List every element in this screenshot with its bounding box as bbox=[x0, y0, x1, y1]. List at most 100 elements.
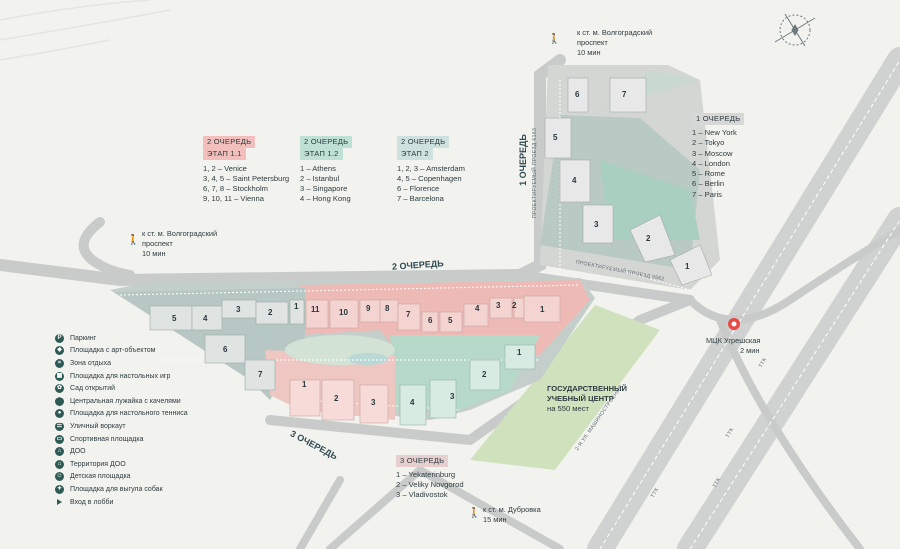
legend-label: Площадка с арт-объектом bbox=[70, 347, 156, 355]
legend-item: ≈ Зона отдыха bbox=[55, 357, 188, 370]
building-number: 6 bbox=[223, 345, 228, 354]
rest-zone-icon: ≈ bbox=[55, 358, 64, 368]
road-centerlines bbox=[599, 59, 900, 549]
legend-item: ▦ Площадка для настольных игр bbox=[55, 370, 188, 383]
list-item: 4 – London bbox=[692, 158, 731, 168]
parking-icon: P bbox=[55, 333, 64, 343]
list-item: 4, 5 – Copenhagen bbox=[397, 174, 462, 183]
building-number: 1 bbox=[517, 348, 522, 357]
school-line: ГОСУДАРСТВЕННЫЙ bbox=[547, 384, 627, 393]
building-number: 3 bbox=[371, 398, 376, 407]
building-number: 1 bbox=[294, 302, 299, 311]
building-number: 5 bbox=[553, 133, 558, 142]
list-item: 9, 10, 11 – Vienna bbox=[203, 194, 264, 203]
building-number: 4 bbox=[410, 398, 415, 407]
legend-label: Территория ДОО bbox=[70, 460, 126, 468]
road-sw bbox=[296, 476, 344, 549]
playground-icon: ☺ bbox=[55, 472, 64, 482]
swing-icon: ⌒ bbox=[55, 396, 64, 406]
stage-tag: 2 ОЧЕРЕДЬ bbox=[300, 136, 353, 148]
list-item: 6 – Berlin bbox=[692, 179, 725, 189]
building-number: 2 bbox=[268, 308, 273, 317]
legend-label: Уличный воркаут bbox=[70, 422, 126, 430]
decorative-lines bbox=[0, 0, 171, 61]
legend-item: ● Площадка для настольного тенниса bbox=[55, 408, 188, 421]
garden-icon: ✿ bbox=[55, 384, 64, 394]
building-number: 5 bbox=[448, 316, 453, 325]
legend-item: ✦ Площадка для выгула собак bbox=[55, 483, 188, 496]
stage2-1-legend: 2 ОЧЕРЕДЬ ЭТАП 1.1 1, 2 – Venice 3, 4, 5… bbox=[203, 136, 289, 204]
list-item: 2 – Tokyo bbox=[692, 138, 725, 148]
queue2-green-zone bbox=[390, 335, 540, 410]
legend-label: Спортивная площадка bbox=[70, 435, 144, 443]
kindergarten-icon: ⌂ bbox=[55, 447, 64, 457]
walk-line: 15 мин bbox=[483, 515, 507, 524]
road-north bbox=[0, 54, 566, 287]
compass-icon bbox=[774, 13, 816, 47]
legend-item: ⌒ Центральная лужайка с качелями bbox=[55, 395, 188, 408]
walk-icon: 🚶 bbox=[548, 34, 561, 45]
list-item: 1 – Yekaterinburg bbox=[396, 470, 456, 479]
list-item: 4 – Hong Kong bbox=[300, 194, 351, 203]
road-loop2 bbox=[716, 316, 864, 549]
building-number: 7 bbox=[406, 310, 411, 319]
walk-line: 2 мин bbox=[740, 346, 760, 355]
workout-icon: ☰ bbox=[55, 421, 64, 431]
list-item: 3 – Singapore bbox=[300, 184, 348, 193]
legend-item: ☰ Уличный воркаут bbox=[55, 420, 188, 433]
dog-walking-icon: ✦ bbox=[55, 484, 64, 494]
legend-label: Зона отдыха bbox=[70, 359, 111, 367]
legend-label: Площадка для настольного тенниса bbox=[70, 410, 188, 418]
walk-icon: 🚶 bbox=[127, 235, 140, 246]
building-number: 8 bbox=[385, 304, 390, 313]
walk-line: к ст. м. Волгоградский bbox=[142, 229, 218, 238]
walk-line: проспект bbox=[142, 239, 173, 248]
walk-volgograd-left: к ст. м. Волгоградский проспект 10 мин bbox=[142, 229, 217, 259]
board-games-icon: ▦ bbox=[55, 371, 64, 381]
list-item: 1 – New York bbox=[692, 128, 737, 137]
ugreshskaya-label: МЦК Угрешская 2 мин bbox=[706, 336, 760, 356]
lobby-entrance-icon bbox=[57, 499, 62, 506]
walk-line: МЦК Угрешская bbox=[706, 336, 761, 345]
table-tennis-icon: ● bbox=[55, 409, 64, 419]
building-number: 6 bbox=[575, 90, 580, 99]
building-number: 1 bbox=[540, 305, 545, 314]
list-item: 6 – Florence bbox=[397, 184, 440, 193]
legend-label: Вход в лобби bbox=[70, 498, 114, 506]
legend-label: Центральная лужайка с качелями bbox=[70, 397, 181, 405]
building-number: 7 bbox=[258, 370, 263, 379]
kindergarten-area-icon: ⌂ bbox=[55, 459, 64, 469]
road-volgograd bbox=[78, 217, 135, 280]
building-number: 4 bbox=[203, 314, 208, 323]
list-item: 3 – Vladivostok bbox=[396, 490, 448, 499]
legend-item: ▭Спортивная площадка bbox=[55, 433, 188, 446]
building-number: 10 bbox=[339, 308, 348, 317]
building-number: 9 bbox=[366, 304, 371, 313]
buildings-q2-mid bbox=[305, 295, 561, 333]
building-number: 4 bbox=[475, 304, 480, 313]
building-number: 3 bbox=[450, 392, 455, 401]
stage-subtag: ЭТАП 2 bbox=[397, 148, 433, 160]
building-number: 3 bbox=[594, 220, 599, 229]
stage2-2-legend: 2 ОЧЕРЕДЬ ЭТАП 1.2 1 – Athens 2 – Istanb… bbox=[300, 136, 353, 204]
building-number: 3 bbox=[236, 305, 241, 314]
building-number: 3 bbox=[496, 301, 501, 310]
walk-line: проспект bbox=[577, 38, 608, 47]
art-object-icon: ◆ bbox=[55, 346, 64, 356]
building-number: 4 bbox=[572, 176, 577, 185]
list-item: 6, 7, 8 – Stockholm bbox=[203, 184, 269, 193]
walk-volgograd-top: к ст. м. Волгоградский проспект 10 мин bbox=[577, 28, 652, 58]
building-number: 2 bbox=[334, 394, 339, 403]
stage3-legend: 3 ОЧЕРЕДЬ 1 – Yekaterinburg 2 – Veliky N… bbox=[396, 455, 464, 500]
school-green-area bbox=[470, 305, 660, 470]
legend-label: Сад открытий bbox=[70, 385, 116, 393]
legend-label: Площадка для выгула собак bbox=[70, 485, 163, 493]
buildings-q2-green bbox=[399, 344, 536, 426]
list-item: 1 – Athens bbox=[300, 164, 336, 173]
legend-label: Площадка для настольных игр bbox=[70, 372, 171, 380]
stage-tag: 1 ОЧЕРЕДЬ bbox=[692, 113, 745, 125]
walk-dubrovka: к ст. м. Дубровка 15 мин bbox=[483, 505, 541, 525]
queue1-green bbox=[600, 160, 700, 240]
list-item: 7 – Barcelona bbox=[397, 194, 444, 203]
